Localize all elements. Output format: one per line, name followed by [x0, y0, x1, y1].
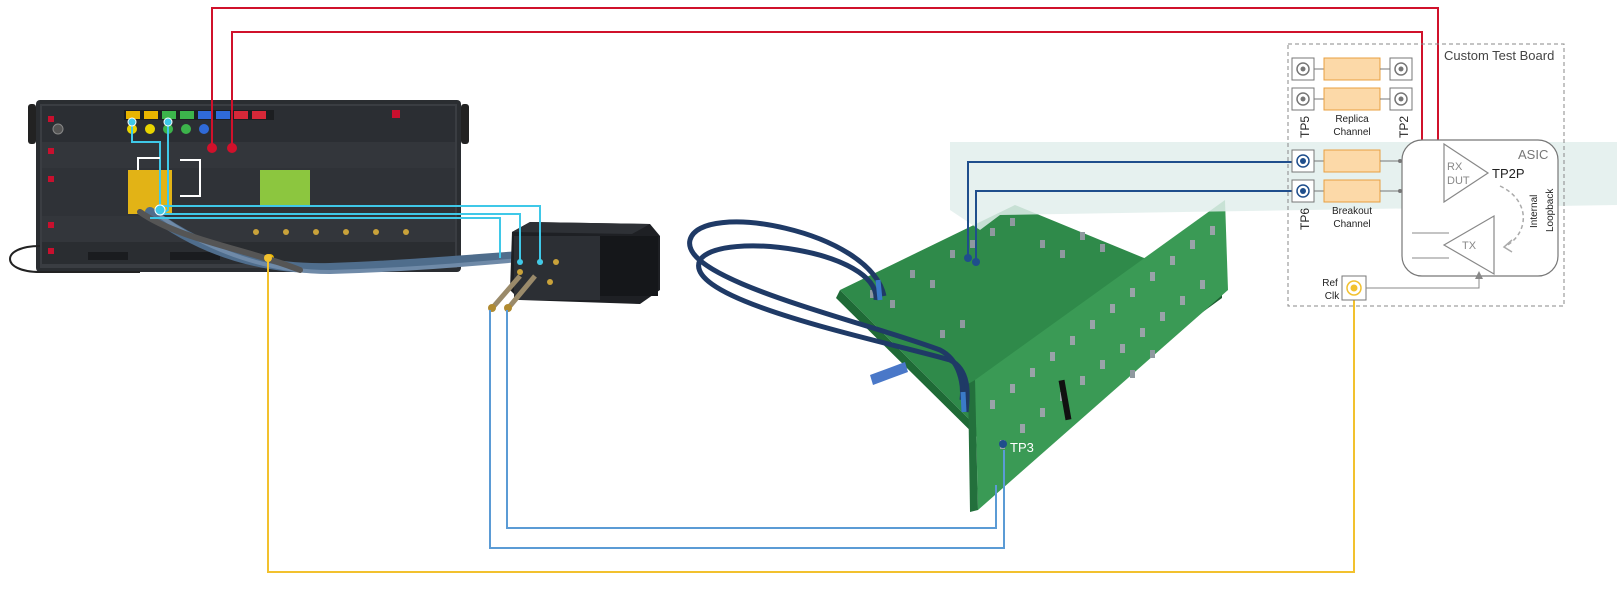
fixture-pcb	[836, 200, 1228, 512]
board-title: Custom Test Board	[1444, 48, 1554, 63]
rx-label: RX	[1447, 161, 1463, 173]
board-outline	[1287, 43, 1565, 307]
cyan-cable-3	[150, 217, 501, 258]
coax-loop-inner	[687, 219, 965, 401]
asic-block: ASIC RX DUT TP2P TX Internal Loopback	[1401, 139, 1559, 277]
tp3-marker	[999, 440, 1007, 448]
breakout-channel: Breakout Channel TP6	[1291, 149, 1444, 230]
tp5-label: TP5	[1298, 116, 1312, 138]
replica-channel: Replica Channel TP5 TP2	[1291, 57, 1413, 138]
ref-clk: Ref Clk	[1322, 271, 1483, 302]
loopback-label: Loopback	[1545, 188, 1556, 232]
yellow-refclk-cable	[267, 258, 1355, 573]
loopback-arc	[1499, 185, 1524, 247]
tp2-label: TP2	[1397, 116, 1411, 138]
oscilloscope-chassis	[9, 100, 469, 273]
pulse-instrument	[488, 222, 660, 312]
tp3-label: TP3	[1010, 440, 1034, 455]
asic-label: ASIC	[1518, 147, 1548, 162]
dut-label: DUT	[1447, 175, 1470, 187]
replica-label-line2: Channel	[1333, 127, 1370, 138]
dark-blue-cable-1	[967, 161, 1302, 258]
light-blue-cable-1	[489, 310, 1005, 549]
tp6-label: TP6	[1298, 208, 1312, 230]
breakout-label-line2: Channel	[1333, 219, 1370, 230]
cyan-cable-1	[131, 122, 541, 262]
refclk-label-line2: Clk	[1325, 291, 1340, 302]
refclk-label-line1: Ref	[1322, 278, 1338, 289]
dark-blue-cable-2	[975, 190, 1302, 262]
tp2p-label: TP2P	[1492, 166, 1525, 181]
custom-test-board: Custom Test Board Replica Channel TP5 TP…	[1287, 43, 1565, 307]
internal-label: Internal	[1529, 195, 1540, 228]
replica-label-line1: Replica	[1335, 114, 1369, 125]
light-blue-cable-2	[506, 310, 997, 529]
tx-label: TX	[1462, 240, 1477, 252]
breakout-label-line1: Breakout	[1332, 206, 1372, 217]
